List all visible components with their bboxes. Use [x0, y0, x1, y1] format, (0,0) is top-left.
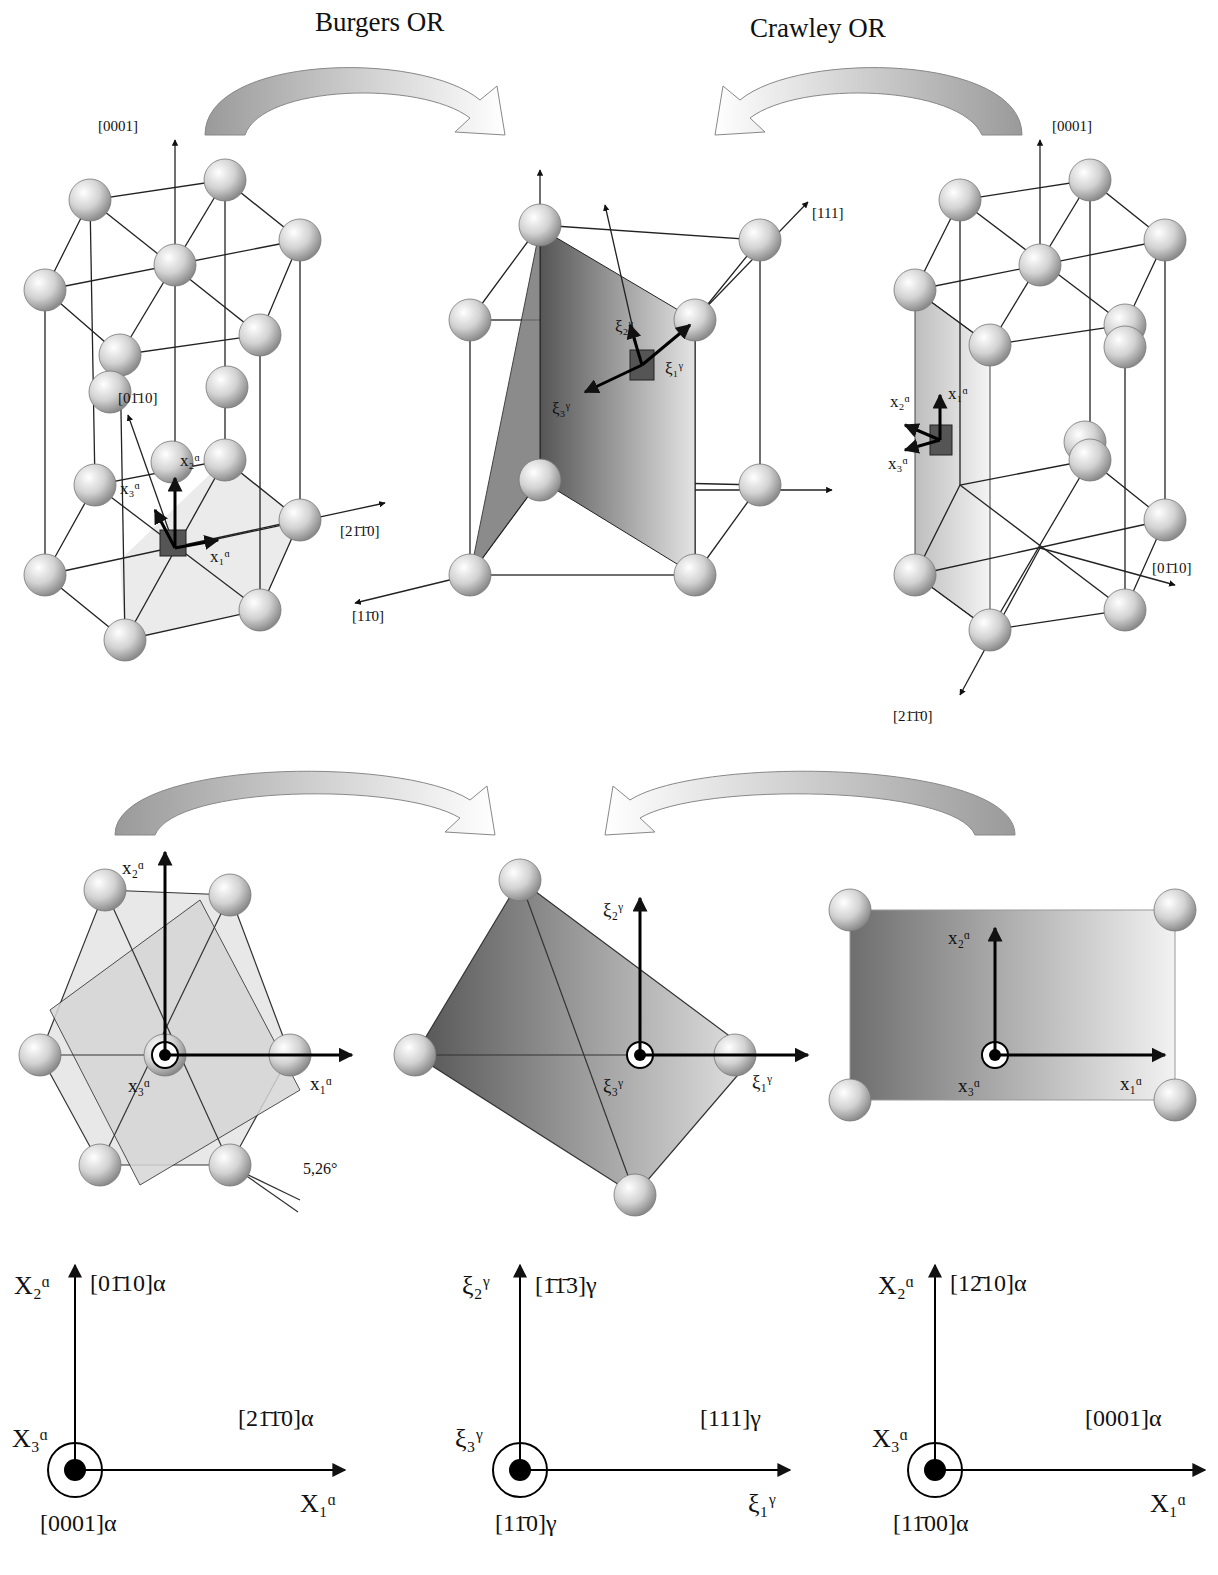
- axis-label: x₃ᵅ: [128, 1076, 150, 1097]
- axis-label: ξ₂ᵞ: [462, 1272, 490, 1301]
- direction-label: [21̄1̄0]: [340, 523, 379, 540]
- axis-label: x₂ᵅ: [180, 452, 200, 471]
- direction-label: [01̄10]: [118, 390, 157, 407]
- axis-label: X₂ᵅ: [14, 1272, 50, 1301]
- axis-label: x₃ᵅ: [120, 480, 140, 499]
- axis-label: X₃ᵅ: [872, 1425, 908, 1454]
- axis-label: ξ₁ᵞ: [752, 1072, 772, 1093]
- axis-label: ξ₃ᵞ: [455, 1425, 483, 1454]
- axis-label: ξ₂ᵞ: [603, 900, 623, 921]
- direction-label: [0001]α: [1085, 1405, 1162, 1431]
- direction-label: [0001]: [1052, 118, 1092, 135]
- axis-label: x₃ᵅ: [958, 1076, 980, 1097]
- axis-label: x₃ᵅ: [888, 455, 908, 474]
- direction-label: [0001]: [98, 118, 138, 135]
- axis-label: ξ₂ᵞ: [615, 318, 633, 337]
- axis-label: ξ₁ᵞ: [665, 360, 683, 379]
- direction-label: [01̄10]: [1152, 560, 1191, 577]
- direction-label: [11̄00]α: [893, 1510, 969, 1536]
- direction-label: [12̄10]α: [950, 1270, 1027, 1296]
- direction-label: [0001]α: [40, 1510, 117, 1536]
- direction-label: [01̄10]α: [90, 1270, 166, 1296]
- direction-label: [21̄1̄0]: [893, 708, 932, 725]
- axis-label: x₁ᵅ: [1120, 1074, 1142, 1095]
- axis-label: X₁ᵅ: [1150, 1490, 1186, 1519]
- axis-label: x₁ᵅ: [948, 385, 968, 404]
- axis-label: X₃ᵅ: [12, 1425, 48, 1454]
- axis-label: ξ₃ᵞ: [603, 1076, 623, 1097]
- axis-label: ξ₃ᵞ: [552, 400, 570, 419]
- angle-label: 5,26°: [303, 1160, 337, 1178]
- or-title: Burgers OR: [315, 8, 444, 38]
- axis-label: ξ₁ᵞ: [748, 1490, 776, 1519]
- direction-label: [111]: [812, 205, 843, 222]
- direction-label: [21̄1̄0]α: [238, 1405, 314, 1431]
- direction-label: [1̄1̄3]γ: [535, 1272, 597, 1298]
- axis-label: x₂ᵅ: [948, 928, 970, 949]
- axis-label: x₁ᵅ: [210, 548, 230, 567]
- axis-label: X₁ᵅ: [300, 1490, 336, 1519]
- direction-label: [11̄0]γ: [495, 1510, 557, 1536]
- axis-label: x₂ᵅ: [122, 858, 144, 879]
- direction-label: [11̄0]: [352, 608, 384, 625]
- axis-label: x₁ᵅ: [310, 1074, 332, 1095]
- axis-label: X₂ᵅ: [878, 1272, 914, 1301]
- or-title: Crawley OR: [750, 14, 886, 44]
- direction-label: [111]γ: [700, 1405, 761, 1431]
- axis-label: x₂ᵅ: [890, 393, 910, 412]
